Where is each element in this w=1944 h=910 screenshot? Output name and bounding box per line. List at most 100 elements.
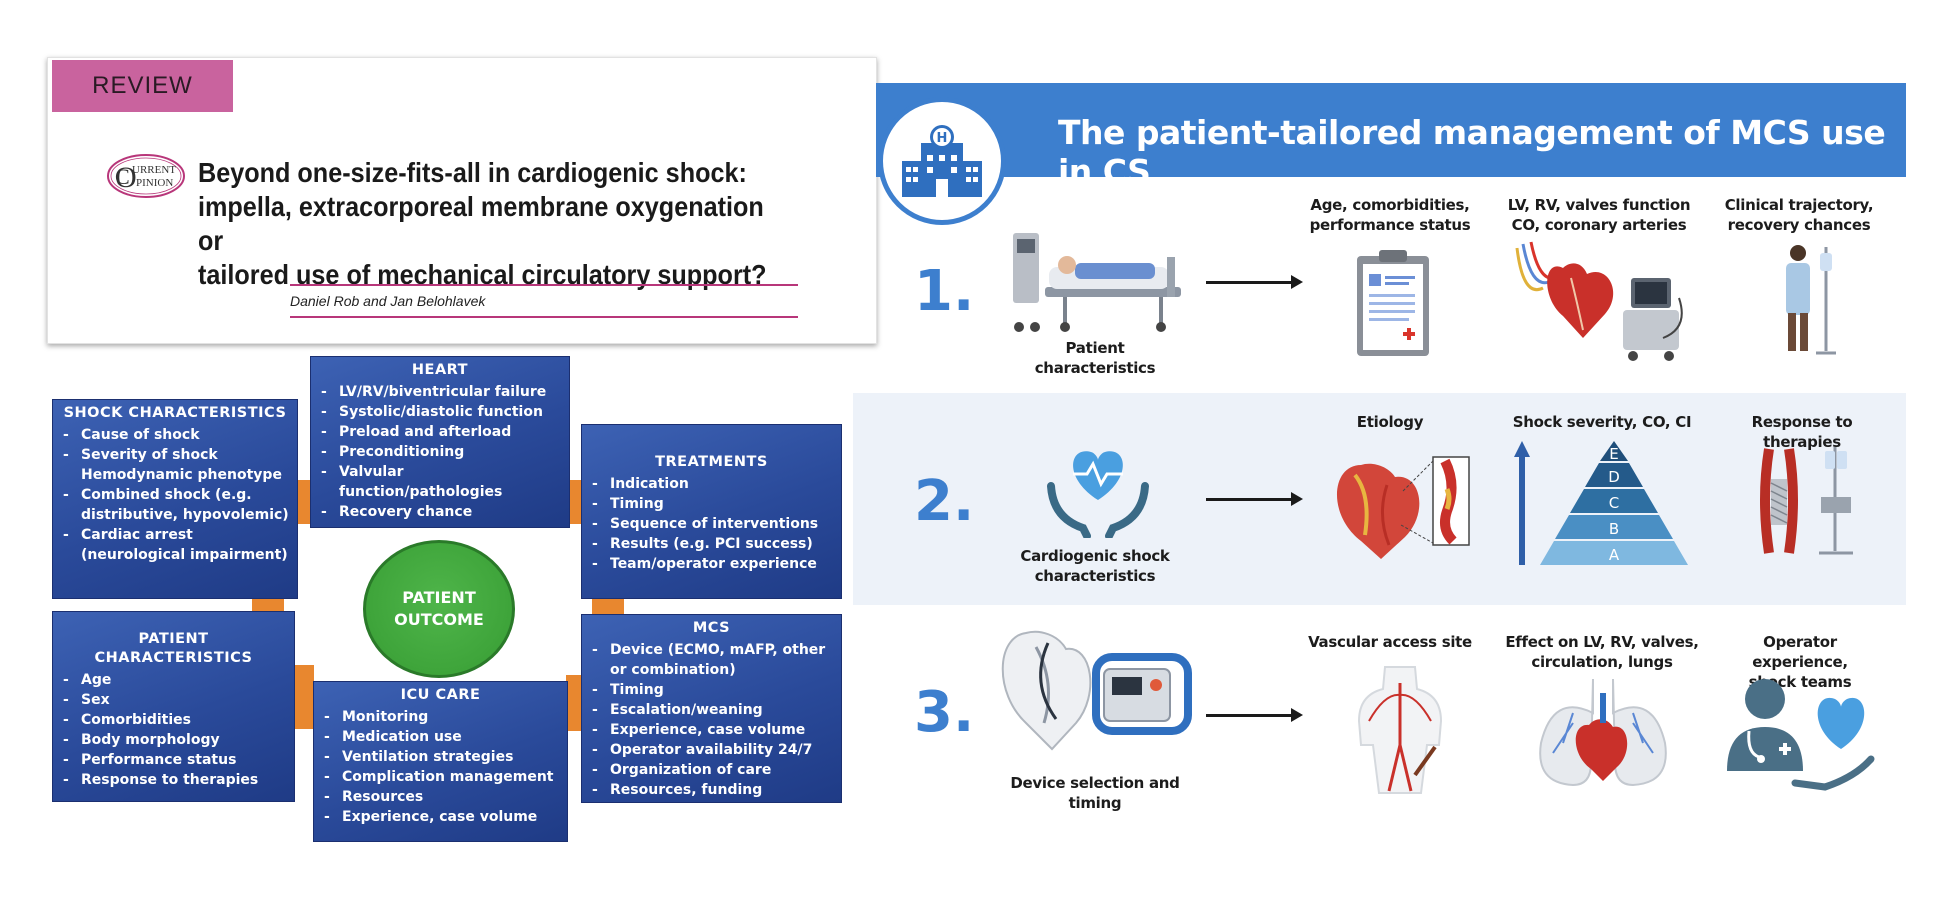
list-item: Response to therapies — [61, 770, 286, 790]
box-title: TREATMENTS — [655, 454, 768, 470]
list-item: Team/operator experience — [590, 554, 833, 574]
step-number: 2. — [914, 469, 975, 534]
pyramid-level-label: A — [1609, 546, 1620, 564]
box-title: MCS — [692, 620, 731, 636]
box-title: HEART — [411, 362, 469, 378]
pyramid-level-label: D — [1608, 468, 1620, 486]
box-title: SHOCK CHARACTERISTICS — [63, 405, 287, 421]
list-item: Cardiac arrest (neurological impairment) — [61, 525, 289, 565]
pyramid-level-label: B — [1609, 520, 1619, 538]
connector — [592, 596, 624, 614]
list-item: Valvular function/pathologies — [319, 462, 561, 502]
heart-hands-icon — [1047, 451, 1149, 538]
severity-pyramid-icon: E D C B A — [1514, 441, 1688, 565]
list-item: Age — [61, 670, 286, 690]
hospital-bed-icon — [1013, 233, 1181, 332]
factor-label: Shock severity, CO, CI — [1512, 413, 1692, 431]
svg-text:C: C — [115, 164, 130, 189]
patient-outcome-diagram: SHOCK CHARACTERISTICS Cause of shock Sev… — [0, 0, 880, 910]
list-item: Cause of shock — [61, 425, 289, 445]
review-badge: REVIEW — [52, 60, 233, 112]
list-item: Comorbidities — [61, 710, 286, 730]
icu-care-box: ICU CARE Monitoring Medication use Venti… — [313, 681, 568, 842]
arrow-icon — [1206, 275, 1303, 289]
divider — [290, 316, 798, 318]
list-item: Device (ECMO, mAFP, other or combination… — [590, 640, 833, 680]
step-number: 3. — [914, 680, 975, 745]
list-item: Operator availability 24/7 — [590, 740, 833, 760]
mcs-box: MCS Device (ECMO, mAFP, other or combina… — [581, 614, 842, 803]
list-item: Timing — [590, 494, 833, 514]
list-item: LV/RV/biventricular failure — [319, 382, 561, 402]
row-source-label: Patient characteristics — [1034, 339, 1156, 377]
list-item: Preconditioning — [319, 442, 561, 462]
treatments-box: TREATMENTS Indication Timing Sequence of… — [581, 424, 842, 599]
list-item: Combined shock (e.g. distributive, hypov… — [61, 485, 289, 525]
mcs-management-infographic: The patient-tailored management of MCS u… — [853, 83, 1906, 823]
patient-outcome-circle: PATIENT OUTCOME — [363, 540, 515, 678]
factor-label: Age, comorbidities, performance status — [1309, 196, 1471, 234]
svg-text:URRENT: URRENT — [132, 164, 176, 176]
pyramid-level-label: E — [1609, 445, 1618, 463]
current-opinion-logo-icon: C O URRENT PINION — [107, 154, 185, 198]
box-title: ICU CARE — [400, 687, 481, 703]
list-item: Resources — [322, 787, 559, 807]
team-care-icon — [1727, 679, 1875, 791]
patient-iv-icon — [1786, 245, 1836, 355]
list-item: Severity of shock Hemodynamic phenotype — [61, 445, 289, 485]
factor-label: Vascular access site — [1308, 633, 1472, 651]
arrow-icon — [1206, 492, 1303, 506]
row-source-label: Cardiogenic shock characteristics — [1020, 547, 1170, 585]
list-item: Recovery chance — [319, 502, 561, 522]
pyramid-level-label: C — [1609, 494, 1619, 512]
divider — [290, 284, 798, 286]
connector — [566, 675, 584, 731]
arrow-icon — [1206, 708, 1303, 722]
list-item: Monitoring — [322, 707, 559, 727]
article-authors: Daniel Rob and Jan Belohlavek — [290, 293, 486, 309]
heart-artery-icon — [1336, 456, 1470, 559]
heart-lungs-icon — [1539, 678, 1667, 787]
heart-box: HEART LV/RV/biventricular failure Systol… — [310, 356, 570, 528]
list-item: Sex — [61, 690, 286, 710]
connector — [292, 665, 314, 729]
clipboard-icon — [1357, 250, 1429, 356]
list-item: Medication use — [322, 727, 559, 747]
article-title: Beyond one-size-fits-all in cardiogenic … — [198, 157, 767, 290]
hospital-icon: H — [878, 97, 1006, 225]
connector — [296, 480, 314, 524]
connector — [252, 596, 284, 614]
list-item: Results (e.g. PCI success) — [590, 534, 833, 554]
list-item: Escalation/weaning — [590, 700, 833, 720]
body-vessels-icon — [1357, 666, 1443, 794]
svg-text:O: O — [115, 161, 137, 194]
article-header: REVIEW C O URRENT PINION Beyond one-size… — [47, 57, 877, 344]
list-item: Sequence of interventions — [590, 514, 833, 534]
infographic-banner: The patient-tailored management of MCS u… — [876, 83, 1906, 191]
list-item: Timing — [590, 680, 833, 700]
list-item: Body morphology — [61, 730, 286, 750]
step-number: 1. — [914, 259, 975, 324]
factor-label: Clinical trajectory, recovery chances — [1724, 196, 1874, 234]
connector — [568, 480, 584, 524]
heart-ultrasound-icon — [1515, 241, 1683, 361]
list-item: Resources, funding — [590, 780, 833, 800]
list-item: Systolic/diastolic function — [319, 402, 561, 422]
list-item: Preload and afterload — [319, 422, 561, 442]
shock-characteristics-box: SHOCK CHARACTERISTICS Cause of shock Sev… — [52, 399, 298, 599]
svg-text:H: H — [937, 131, 948, 146]
list-item: Organization of care — [590, 760, 833, 780]
list-item: Experience, case volume — [590, 720, 833, 740]
factor-label: Response to therapies — [1751, 413, 1853, 451]
factor-label: Etiology — [1356, 413, 1424, 431]
factor-label: LV, RV, valves function CO, coronary art… — [1507, 196, 1691, 234]
heart-device-icon — [1001, 630, 1192, 751]
svg-text:PINION: PINION — [136, 177, 173, 189]
stent-infusion-icon — [1760, 447, 1853, 555]
list-item: Complication management — [322, 767, 559, 787]
patient-characteristics-box: PATIENT CHARACTERISTICS Age Sex Comorbid… — [52, 611, 295, 802]
list-item: Ventilation strategies — [322, 747, 559, 767]
box-title: PATIENT CHARACTERISTICS — [94, 631, 253, 666]
list-item: Experience, case volume — [322, 807, 559, 827]
infographic-title: The patient-tailored management of MCS u… — [1058, 113, 1886, 191]
